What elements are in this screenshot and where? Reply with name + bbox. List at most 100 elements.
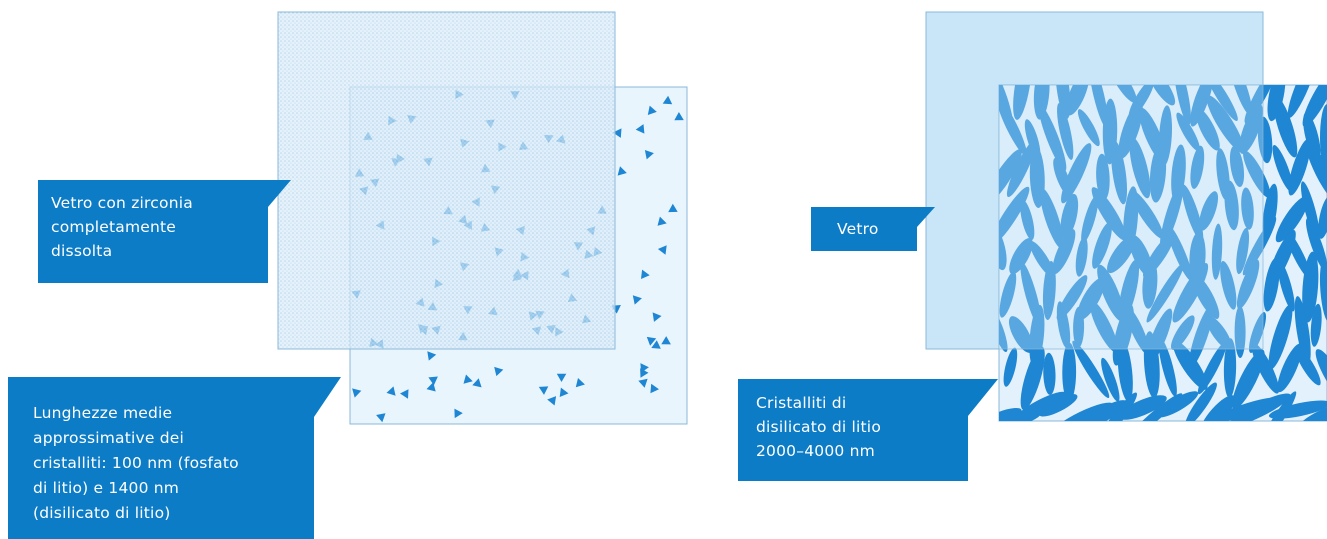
left-callout-crystals xyxy=(8,377,341,539)
needle-crystal-icon xyxy=(1229,85,1253,116)
needle-crystal-icon xyxy=(1305,218,1327,272)
needle-crystal-icon xyxy=(1211,223,1223,280)
right-needle-crystals xyxy=(999,85,1327,421)
triangle-crystal-icon xyxy=(661,336,671,345)
triangle-crystal-icon xyxy=(646,336,657,346)
needle-crystal-icon xyxy=(1294,346,1321,386)
left-glass-panel xyxy=(277,11,616,350)
left-callout-glass-line-1: Vetro con zirconia xyxy=(51,194,193,212)
left-callout-crystals-line-1: Lunghezze medie xyxy=(33,404,173,422)
right-diagram xyxy=(738,11,1327,481)
needle-crystal-icon xyxy=(1166,224,1193,282)
needle-crystal-icon xyxy=(1129,137,1151,199)
left-diagram xyxy=(8,11,688,539)
triangle-crystal-icon xyxy=(635,124,645,134)
needle-crystal-icon xyxy=(1060,193,1079,239)
needle-crystal-icon xyxy=(1268,304,1293,370)
triangle-crystal-icon xyxy=(538,386,549,395)
needle-crystal-icon xyxy=(1277,343,1303,393)
needle-crystal-icon xyxy=(999,407,1022,421)
needle-crystal-icon xyxy=(1234,305,1246,358)
needle-crystal-icon xyxy=(999,226,1007,271)
triangle-crystal-icon xyxy=(668,203,678,213)
needle-crystal-icon xyxy=(1006,140,1037,198)
right-callout-glass xyxy=(811,207,935,251)
needle-crystal-icon xyxy=(1315,349,1327,403)
needle-crystal-icon xyxy=(1243,150,1271,198)
needle-crystal-icon xyxy=(1040,188,1064,249)
needle-crystal-icon xyxy=(1319,259,1327,322)
triangle-crystal-icon xyxy=(640,363,649,373)
triangle-crystal-icon xyxy=(556,373,567,382)
triangle-crystal-icon xyxy=(400,389,409,399)
needle-crystal-icon xyxy=(1229,145,1245,188)
needle-crystal-icon xyxy=(1272,145,1293,192)
needle-crystal-icon xyxy=(1236,227,1250,275)
needle-crystal-icon xyxy=(1197,341,1227,395)
needle-crystal-icon xyxy=(1072,340,1110,399)
needle-crystal-icon xyxy=(1073,306,1085,348)
right-callout-crystals-line-2: disilicato di litio xyxy=(756,418,881,436)
left-callout-crystals-line-3: cristalliti: 100 nm (fosfato xyxy=(33,454,239,472)
needle-crystal-icon xyxy=(1241,187,1254,230)
needle-crystal-icon xyxy=(1294,296,1311,365)
needle-crystal-icon xyxy=(1239,104,1263,154)
needle-crystal-icon xyxy=(1273,96,1298,158)
needle-crystal-icon xyxy=(1205,85,1238,122)
left-callout-crystals-text: Lunghezze medie approssimative dei crist… xyxy=(33,401,239,526)
triangle-crystal-icon xyxy=(463,374,473,384)
needle-crystal-icon xyxy=(1077,400,1127,421)
needle-crystal-icon xyxy=(1300,181,1320,240)
triangle-crystal-icon xyxy=(652,312,662,322)
needle-crystal-icon xyxy=(1277,260,1295,312)
needle-crystal-icon xyxy=(1287,85,1318,118)
triangle-crystal-icon xyxy=(651,340,661,349)
triangle-crystal-icon xyxy=(386,386,396,396)
needle-crystal-icon xyxy=(1285,230,1312,280)
left-callout-glass-text: Vetro con zirconia completamente dissolt… xyxy=(51,191,193,263)
needle-crystal-icon xyxy=(1124,305,1150,355)
right-callout-glass-line-1: Vetro xyxy=(837,220,879,238)
needle-crystal-icon xyxy=(1057,103,1074,160)
triangle-crystal-icon xyxy=(644,150,654,160)
needle-crystal-icon xyxy=(1297,402,1327,421)
needle-crystal-icon xyxy=(1062,342,1077,402)
needle-crystal-icon xyxy=(1185,382,1217,421)
needle-crystal-icon xyxy=(1117,340,1133,402)
needle-crystal-icon xyxy=(1075,236,1088,277)
needle-crystal-icon xyxy=(1149,145,1167,203)
needle-crystal-icon xyxy=(1107,235,1136,274)
needle-crystal-icon xyxy=(999,271,1017,318)
triangle-crystal-icon xyxy=(617,166,627,176)
needle-crystal-icon xyxy=(999,186,1030,245)
needle-crystal-icon xyxy=(1056,301,1071,349)
needle-crystal-icon xyxy=(1257,116,1273,164)
needle-crystal-icon xyxy=(1158,338,1177,397)
needle-crystal-icon xyxy=(1038,394,1078,417)
needle-crystal-icon xyxy=(1224,180,1239,231)
needle-crystal-icon xyxy=(1174,85,1191,125)
left-callout-crystals-line-5: (disilicato di litio) xyxy=(33,504,171,522)
triangle-crystal-icon xyxy=(657,245,667,255)
needle-crystal-icon xyxy=(1118,101,1143,159)
left-callout-crystals-line-2: approssimative dei xyxy=(33,429,185,447)
needle-crystal-icon xyxy=(1195,108,1220,151)
needle-crystal-icon xyxy=(1267,85,1286,122)
needle-crystal-icon xyxy=(1111,140,1128,205)
needle-crystal-icon xyxy=(1190,145,1205,189)
needle-crystal-icon xyxy=(1302,251,1319,323)
needle-crystal-icon xyxy=(1318,196,1327,239)
needle-crystal-icon xyxy=(1156,391,1199,418)
needle-crystal-icon xyxy=(1129,189,1164,239)
needle-crystal-icon xyxy=(1042,261,1056,320)
needle-crystal-icon xyxy=(1089,300,1118,353)
right-callout-crystals xyxy=(738,379,998,481)
needle-crystal-icon xyxy=(1003,347,1018,387)
right-glass-overlap xyxy=(999,85,1263,349)
triangle-crystal-icon xyxy=(559,387,569,397)
needle-crystal-icon xyxy=(1249,311,1266,354)
needle-crystal-icon xyxy=(1052,229,1076,275)
needle-crystal-icon xyxy=(1013,85,1032,120)
triangle-crystal-icon xyxy=(638,378,648,388)
